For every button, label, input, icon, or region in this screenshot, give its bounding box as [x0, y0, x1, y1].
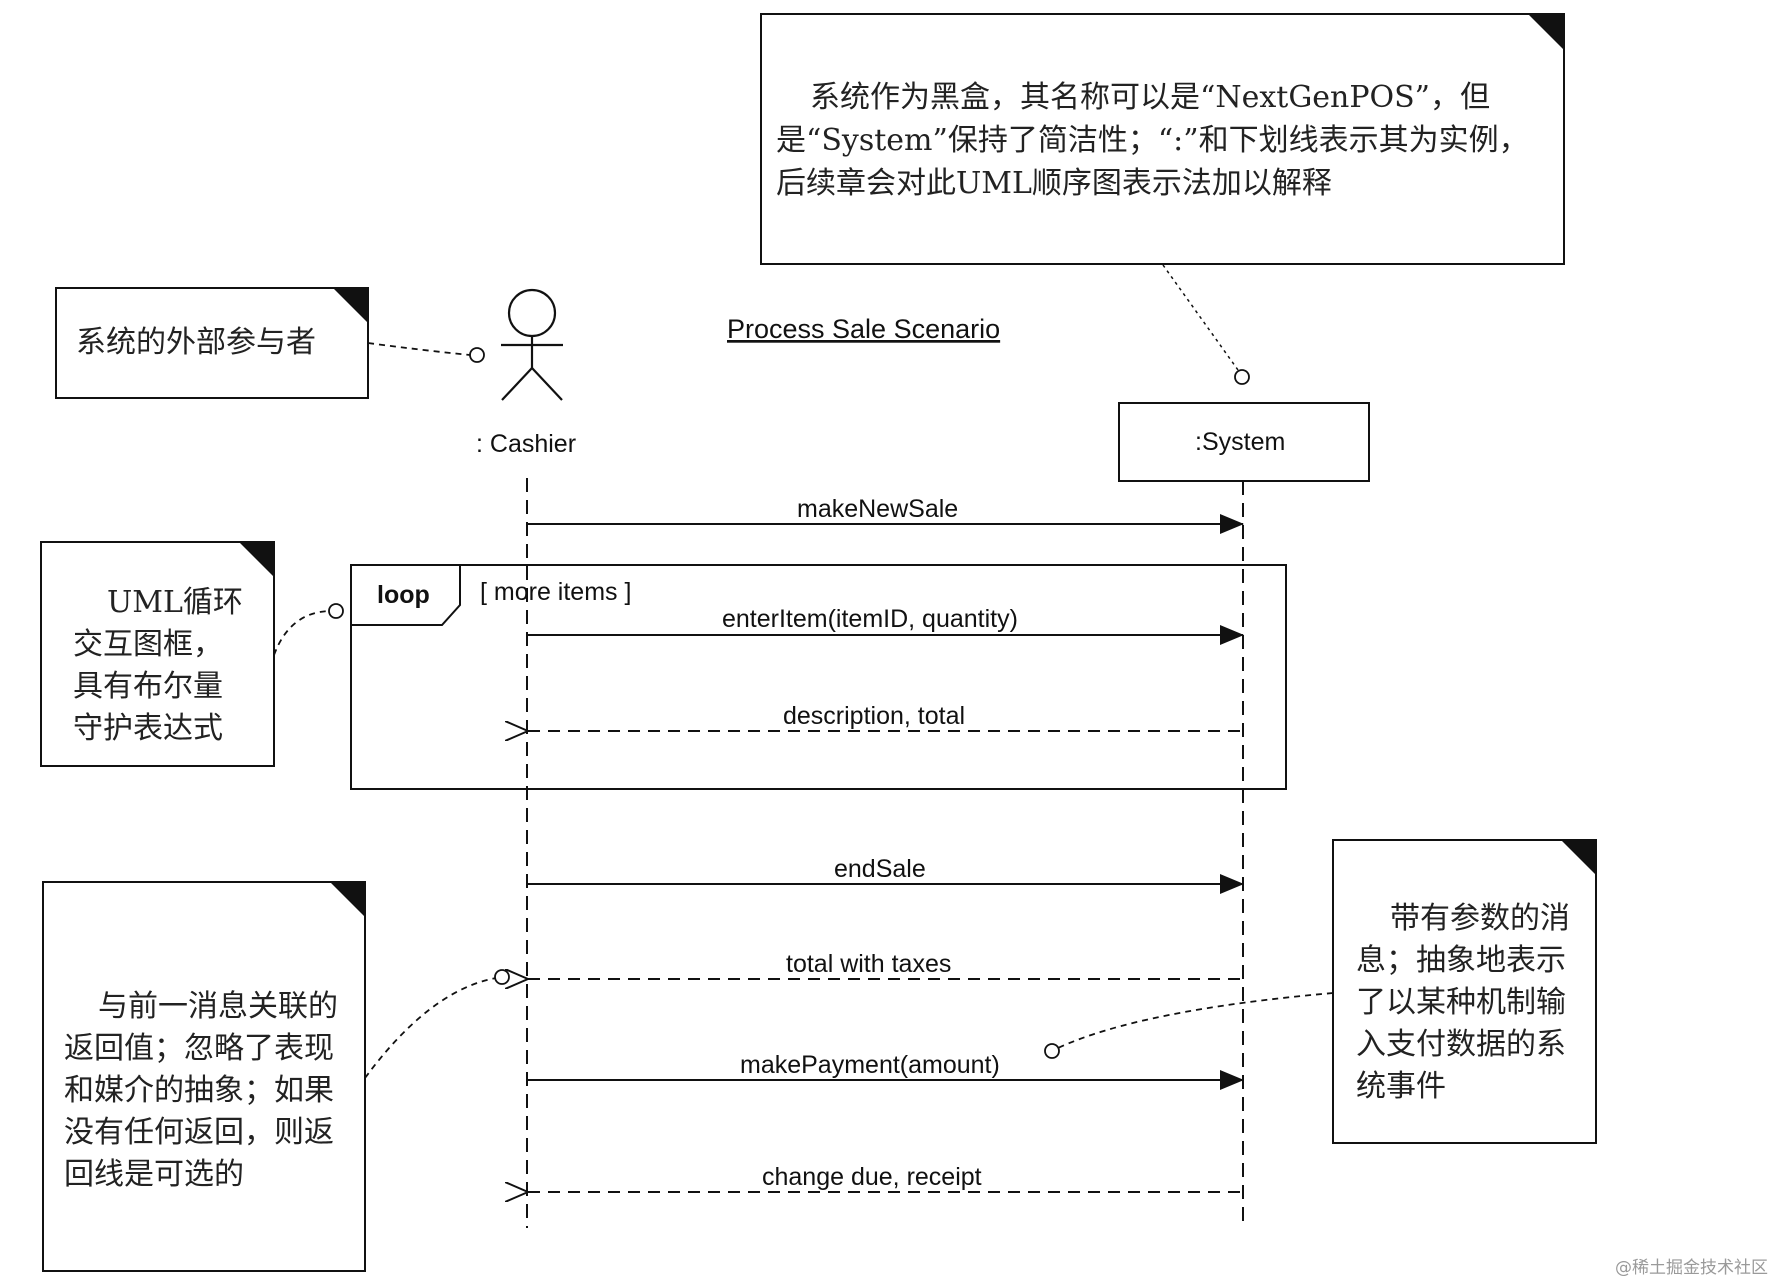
message-enterItem: enterItem(itemID, quantity) — [527, 605, 1244, 645]
diagram-title: Process Sale Scenario — [727, 314, 1000, 344]
message-endSale: endSale — [527, 855, 1244, 894]
note-top-shape — [760, 13, 1565, 265]
loop-operator-tab — [351, 565, 461, 626]
actor-label: : Cashier — [476, 430, 576, 458]
note-loop-shape — [40, 541, 275, 767]
loop-fragment — [350, 564, 1287, 790]
loop-guard: [ more items ] — [480, 578, 631, 606]
system-lifeline-head — [1118, 402, 1370, 482]
note-connectors — [273, 264, 1334, 1079]
message-label: endSale — [834, 855, 926, 883]
message-label: makeNewSale — [797, 495, 958, 523]
message-makeNewSale: makeNewSale — [527, 495, 1244, 534]
return-label: total with taxes — [786, 950, 951, 978]
message-makePayment: makePayment(amount) — [527, 1051, 1244, 1090]
return-label: change due, receipt — [762, 1163, 982, 1191]
message-label: makePayment(amount) — [740, 1051, 1000, 1079]
return-change-due-receipt: change due, receipt — [528, 1163, 1240, 1192]
return-total-with-taxes: total with taxes — [528, 950, 1240, 979]
system-label: :System — [1195, 428, 1285, 456]
note-return-text: 与前一消息关联的返回值；忽略了表现和媒介的抽象；如果没有任何返回，则返回线是可选… — [64, 989, 338, 1192]
loop-operator: loop — [377, 581, 430, 609]
note-params-text: 带有参数的消息；抽象地表示了以某种机制输入支付数据的系统事件 — [1356, 901, 1570, 1104]
note-params-shape — [1332, 839, 1597, 1144]
note-actor-shape — [55, 287, 369, 399]
return-description-total: description, total — [528, 702, 1240, 731]
watermark-text: @稀土掘金技术社区 — [1615, 1258, 1768, 1278]
note-loop-text: UML循环交互图框，具有布尔量守护表达式 — [73, 585, 243, 746]
message-label: enterItem(itemID, quantity) — [722, 605, 1018, 633]
note-return-shape — [42, 881, 366, 1272]
return-label: description, total — [783, 702, 965, 730]
note-actor-text: 系统的外部参与者 — [76, 325, 316, 360]
actor-icon — [501, 288, 563, 401]
note-top-text: 系统作为黑盒，其名称可以是“NextGenPOS”，但是“System”保持了简… — [776, 80, 1529, 201]
